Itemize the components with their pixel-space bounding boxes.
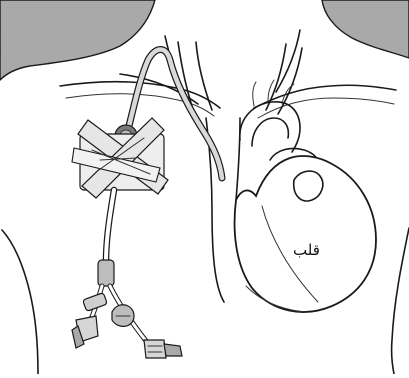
heart-outline xyxy=(235,156,376,312)
torso-outline-left xyxy=(2,230,38,374)
shoulder-shading-right xyxy=(322,0,409,58)
clamp-left xyxy=(83,293,108,312)
neck-line-right xyxy=(276,30,300,92)
connector-right xyxy=(144,340,182,358)
clavicle-right-lower xyxy=(258,98,394,118)
lumen-junction-hub xyxy=(98,260,114,286)
connector-left xyxy=(72,316,98,348)
heart-label: قلب xyxy=(293,241,320,259)
torso-outline-right xyxy=(392,228,409,374)
aortic-arch xyxy=(240,102,300,152)
shoulder-shading-left xyxy=(0,0,155,80)
aortic-arch-inner xyxy=(252,118,288,146)
jugular-vein-left-inner xyxy=(196,42,212,110)
great-vessel-1 xyxy=(253,82,256,106)
superior-vena-cava-right-wall xyxy=(236,118,240,200)
clamp-right xyxy=(112,305,134,327)
